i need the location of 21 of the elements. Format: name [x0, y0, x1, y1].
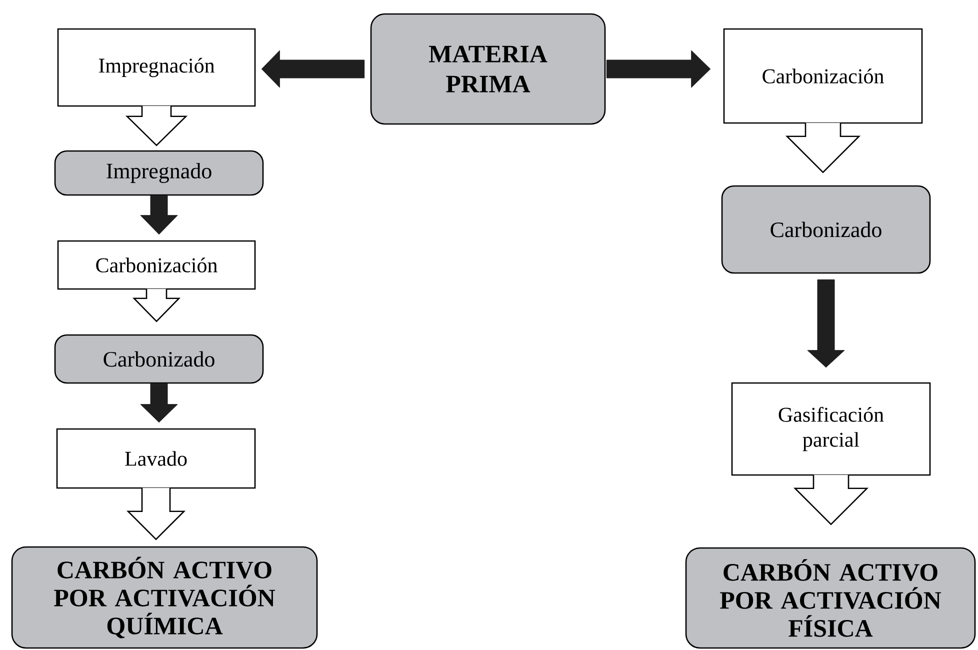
process-box: Carbonización	[57, 240, 256, 290]
process-box: Carbonización	[723, 28, 923, 124]
product-box: CARBÓN ACTIVO POR ACTIVACIÓN QUÍMICA	[11, 546, 318, 649]
material-box: Carbonizado	[54, 334, 264, 384]
block-arrow	[132, 288, 181, 322]
arrow	[140, 195, 178, 235]
process-box: Impregnación	[57, 28, 256, 107]
material-box: MATERIA PRIMA	[370, 13, 606, 125]
block-arrow	[125, 105, 188, 146]
material-box: Impregnado	[54, 150, 264, 196]
arrow	[140, 383, 178, 423]
block-arrow	[785, 122, 861, 174]
arrow	[606, 50, 711, 88]
process-box: Lavado	[56, 428, 256, 489]
block-arrow	[793, 474, 869, 526]
block-arrow	[126, 487, 186, 540]
product-box: CARBÓN ACTIVO POR ACTIVACIÓN FÍSICA	[685, 547, 976, 649]
process-box: Gasificación parcial	[731, 382, 931, 476]
arrow	[261, 50, 365, 88]
material-box: Carbonizado	[721, 185, 931, 274]
arrow	[807, 279, 845, 368]
